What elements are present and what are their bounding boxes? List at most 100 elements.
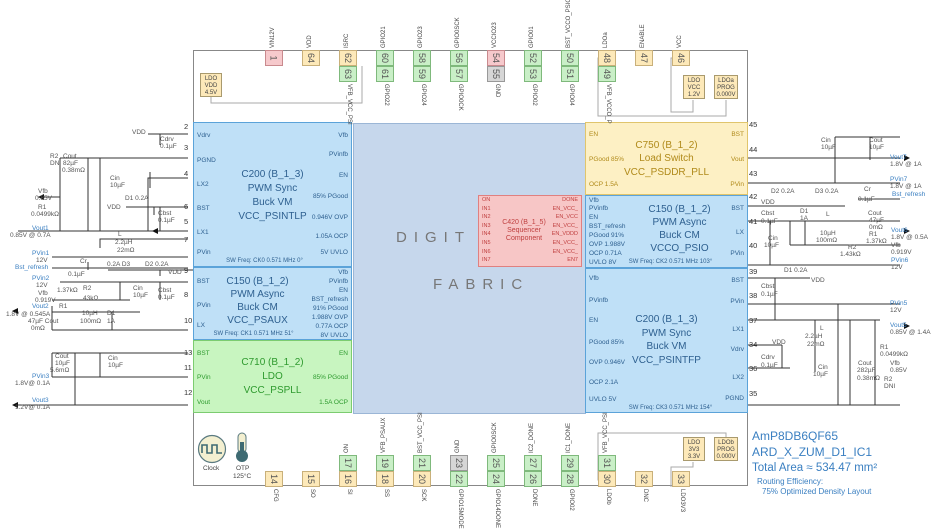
pin-label: EN <box>338 172 348 179</box>
pin-label: PGood 91% <box>589 232 625 239</box>
pin-49[interactable]: 49 <box>598 66 616 82</box>
pin-31[interactable]: 31 <box>598 455 616 471</box>
pin-51[interactable]: 51 <box>561 66 579 82</box>
circuit-label: 0.85V @ 0.7A <box>10 232 51 239</box>
pin-signal-label: ENABLE <box>640 24 646 48</box>
circuit-label: 2.2µH <box>805 333 823 340</box>
pin-54[interactable]: 54 <box>487 50 505 66</box>
pin-50[interactable]: 50 <box>561 50 579 66</box>
pin-62[interactable]: 62 <box>339 50 357 66</box>
pin-label: OVP 0.946V <box>589 359 626 366</box>
pin-17[interactable]: 17 <box>339 455 357 471</box>
side-pin-number: 6 <box>184 202 189 211</box>
pin-60[interactable]: 60 <box>376 50 394 66</box>
circuit-label: 1.8V @ 0.545A <box>6 311 51 318</box>
pin-label: Vout <box>730 156 744 163</box>
pin-20[interactable]: 20 <box>413 471 431 487</box>
block-c200-vcc-psintlp[interactable]: C200 (B_1_3) PWM Sync Buck VM VCC_PSINTL… <box>193 122 352 267</box>
pin-label: EN <box>589 317 599 324</box>
block-c150-vcco-psio[interactable]: C150 (B_1_2) PWM Async Buck CM VCCO_PSIO… <box>585 195 748 268</box>
pin-label: UVLO 8V <box>589 259 617 266</box>
pin-25[interactable]: 25 <box>487 455 505 471</box>
pin-30[interactable]: 30 <box>598 471 616 487</box>
pin-56[interactable]: 56 <box>450 50 468 66</box>
ldo-line: LDOa <box>718 78 734 84</box>
circuit-label: VDD <box>168 269 182 276</box>
circuit-label: R1 <box>38 204 47 211</box>
block-c200-vcc-psintfp[interactable]: C200 (B_1_3) PWM Sync Buck VM VCC_PSINTF… <box>585 268 748 413</box>
pin-22[interactable]: 22 <box>450 471 468 487</box>
pin-64[interactable]: 64 <box>302 50 320 66</box>
pin-23[interactable]: 23 <box>450 455 468 471</box>
pin-18[interactable]: 18 <box>376 471 394 487</box>
pin-number: 17 <box>342 457 353 469</box>
circuit-label: 10µF <box>110 182 125 189</box>
pin-26[interactable]: 26 <box>524 471 542 487</box>
pin-57[interactable]: 57 <box>450 66 468 82</box>
circuit-label: Bst_refresh <box>15 264 49 271</box>
pin-signal-label: GPIO04 <box>568 84 574 106</box>
pin-16[interactable]: 16 <box>339 471 357 487</box>
pin-63[interactable]: 63 <box>339 66 357 82</box>
side-pin-number: 41 <box>749 217 758 226</box>
circuit-label: 43kΩ <box>83 295 99 302</box>
ldo-3v3-box[interactable]: LDO 3V3 3.3V <box>683 437 705 461</box>
pin-number: 52 <box>527 52 538 64</box>
pin-number: 57 <box>453 68 464 80</box>
pin-28[interactable]: 28 <box>561 471 579 487</box>
side-pin-number: 37 <box>749 316 758 325</box>
circuit-label: 0.1µF <box>158 217 175 224</box>
pin-19[interactable]: 19 <box>376 455 394 471</box>
pin-53[interactable]: 53 <box>524 66 542 82</box>
circuit-label: 0.919V <box>35 297 56 304</box>
pin-48[interactable]: 48 <box>598 50 616 66</box>
pin-21[interactable]: 21 <box>413 455 431 471</box>
circuit-label: Cbst <box>158 210 172 217</box>
pin-14[interactable]: 14 <box>265 471 283 487</box>
pin-number: 46 <box>675 52 686 64</box>
circuit-label: Cr <box>864 186 871 193</box>
circuit-label: Cbst <box>761 283 775 290</box>
ldob-prog-box[interactable]: LDOb PROG 0.000V <box>714 437 738 461</box>
circuit-label: Bst_refresh <box>892 191 926 198</box>
ldoa-prog-box[interactable]: LDOa PROG 0.000V <box>714 75 738 99</box>
circuit-label: R1 <box>880 344 889 351</box>
pin-58[interactable]: 58 <box>413 50 431 66</box>
side-pin-number: 5 <box>184 217 189 226</box>
pin-59[interactable]: 59 <box>413 66 431 82</box>
pin-15[interactable]: 15 <box>302 471 320 487</box>
circuit-label: 47µF <box>869 217 884 224</box>
block-c150-vcc-psaux[interactable]: C150 (B_1_2) PWM Async Buck CM VCC_PSAUX… <box>193 267 352 340</box>
pin-46[interactable]: 46 <box>672 50 690 66</box>
pin-47[interactable]: 47 <box>635 50 653 66</box>
pin-33[interactable]: 33 <box>672 471 690 487</box>
pin-61[interactable]: 61 <box>376 66 394 82</box>
ldo-vdd-box[interactable]: LDO VDD 4.5V <box>200 73 222 97</box>
pin-label: Vdrv <box>197 132 211 139</box>
circuit-label: Cin <box>108 355 118 362</box>
circuit-label: PVin6 <box>891 257 909 264</box>
circuit-label: 282µF <box>857 367 876 374</box>
pin-32[interactable]: 32 <box>635 471 653 487</box>
pin-29[interactable]: 29 <box>561 455 579 471</box>
ldo-vcc-box[interactable]: LDO VCC 1.2V <box>683 75 705 99</box>
pin-24[interactable]: 24 <box>487 471 505 487</box>
block-c750-vcc-psddr-pll[interactable]: C750 (B_1_2) Load Switch VCC_PSDDR_PLL E… <box>585 122 748 195</box>
block-rail: VCCO_PSIO <box>650 243 709 254</box>
pin-27[interactable]: 27 <box>524 455 542 471</box>
ldo-line: PROG <box>717 85 735 91</box>
pin-52[interactable]: 52 <box>524 50 542 66</box>
block-title: C750 (B_1_2) <box>635 140 698 151</box>
circuit-label: Cin <box>768 235 778 242</box>
block-title: C710 (B_1_2) <box>241 357 304 368</box>
pin-label: EN <box>589 214 599 221</box>
pin-signal-label: VCC <box>677 35 683 48</box>
pin-1[interactable]: 1 <box>265 50 283 66</box>
pin-signal-label: LDO3V3 <box>679 489 685 513</box>
block-c710-vcc-pspll[interactable]: C710 (B_1_2) LDO VCC_PSPLL BST PVin Vout… <box>193 340 352 413</box>
pin-55[interactable]: 55 <box>487 66 505 82</box>
circuit-label: 0.2A D3 <box>107 261 131 268</box>
circuit-label: Cdrv <box>761 354 775 361</box>
sw-freq: SW Freq: CK1 0.571 MHz 51° <box>213 331 294 337</box>
